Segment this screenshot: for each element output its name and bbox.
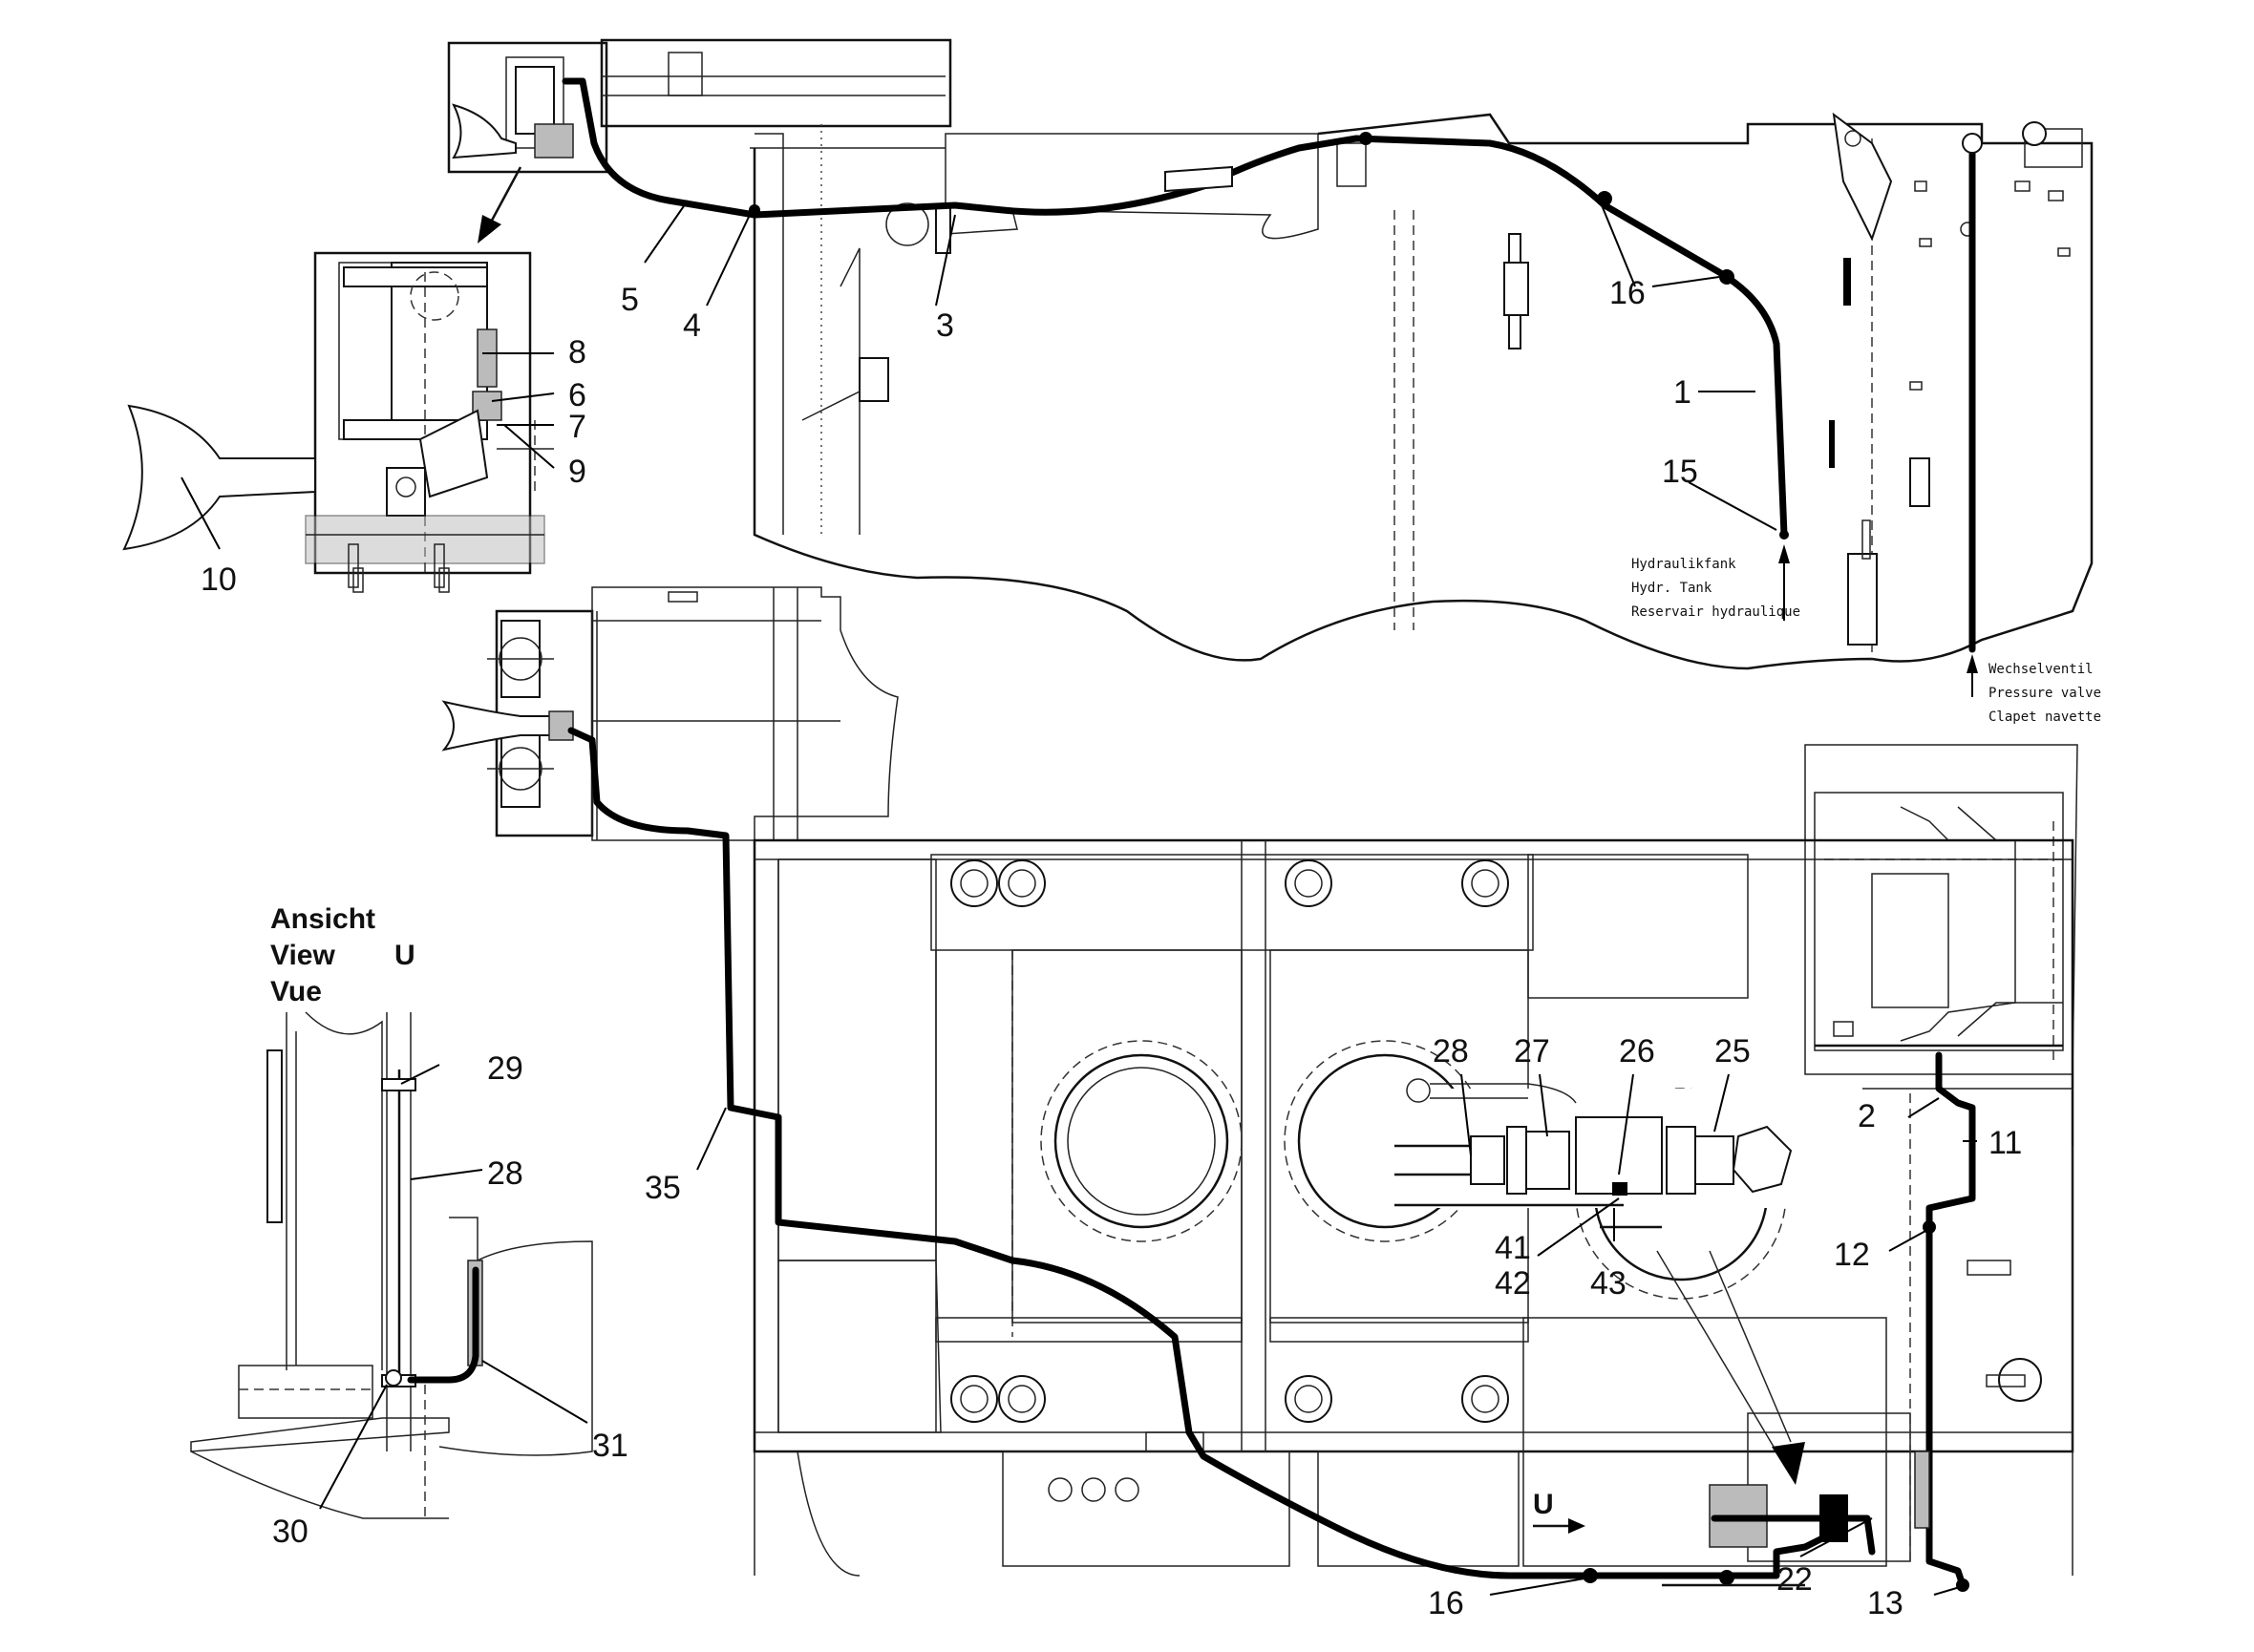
valve-note-line-3: Clapet navette [1988, 710, 2101, 725]
callout-28-detail: 28 [1433, 1033, 1469, 1070]
callout-27: 27 [1514, 1033, 1550, 1070]
callout-16-lower: 16 [1428, 1585, 1464, 1621]
right-subframe [1804, 744, 2078, 1075]
tank-note-line-1: Hydraulikfank [1631, 557, 1736, 572]
callout-16-upper: 16 [1609, 275, 1646, 311]
callout-26: 26 [1619, 1033, 1655, 1070]
callout-22: 22 [1776, 1561, 1813, 1598]
wheel-hubs [950, 859, 2042, 1423]
callout-numbers: 1 2 3 4 5 6 7 8 9 10 11 12 13 15 16 16 2… [201, 275, 2022, 1621]
callout-4: 4 [683, 307, 701, 344]
callout-28-view: 28 [487, 1155, 523, 1192]
callout-41: 41 [1495, 1230, 1531, 1266]
view-title: Ansicht View Vue U [270, 903, 415, 1007]
valve-note-line-2: Pressure valve [1988, 686, 2101, 701]
callout-42: 42 [1495, 1265, 1531, 1302]
callout-9: 9 [568, 454, 586, 490]
callout-10: 10 [201, 561, 237, 598]
view-title-line-3: Vue [270, 976, 322, 1007]
callout-8: 8 [568, 334, 586, 371]
callout-31: 31 [592, 1428, 628, 1464]
callout-2: 2 [1858, 1098, 1876, 1134]
tank-note-line-3: Reservair hydraulique [1631, 604, 1800, 620]
view-letter: U [394, 940, 415, 971]
view-u-inset [190, 1011, 593, 1519]
callout-11: 11 [1988, 1125, 2022, 1161]
valve-note: Wechselventil Pressure valve Clapet nave… [1967, 654, 2101, 725]
direction-label: U [1533, 1489, 1554, 1520]
callout-1: 1 [1673, 374, 1691, 411]
callout-30: 30 [272, 1514, 308, 1550]
upper-frame [600, 38, 2094, 670]
detail-arrow-valve [1656, 1250, 1805, 1485]
horn-inset-top [447, 41, 608, 174]
tank-note-line-2: Hydr. Tank [1631, 581, 1712, 596]
view-title-line-2: View [270, 940, 335, 971]
callout-15: 15 [1662, 454, 1698, 490]
callout-3: 3 [936, 307, 954, 344]
tank-note: Hydraulikfank Hydr. Tank Reservair hydra… [1631, 544, 1800, 621]
middle-frame [591, 586, 899, 841]
callout-25: 25 [1714, 1033, 1751, 1070]
horn-detail [122, 251, 554, 593]
main-chassis [753, 838, 2074, 1577]
detail-arrow [478, 166, 522, 244]
callout-12: 12 [1834, 1237, 1870, 1273]
callout-29: 29 [487, 1050, 523, 1087]
callout-7: 7 [568, 409, 586, 445]
callout-43: 43 [1590, 1265, 1627, 1302]
horn-middle [441, 609, 594, 837]
callout-leaders [181, 200, 1977, 1596]
view-title-line-1: Ansicht [270, 903, 375, 935]
fitting-detail [1375, 1078, 1793, 1229]
callout-35: 35 [645, 1170, 681, 1206]
hose-upper [562, 77, 1983, 653]
callout-13: 13 [1867, 1585, 1903, 1621]
callout-6: 6 [568, 377, 586, 413]
valve-note-line-1: Wechselventil [1988, 662, 2094, 677]
direction-marker: U [1533, 1489, 1585, 1534]
callout-5: 5 [621, 282, 639, 318]
